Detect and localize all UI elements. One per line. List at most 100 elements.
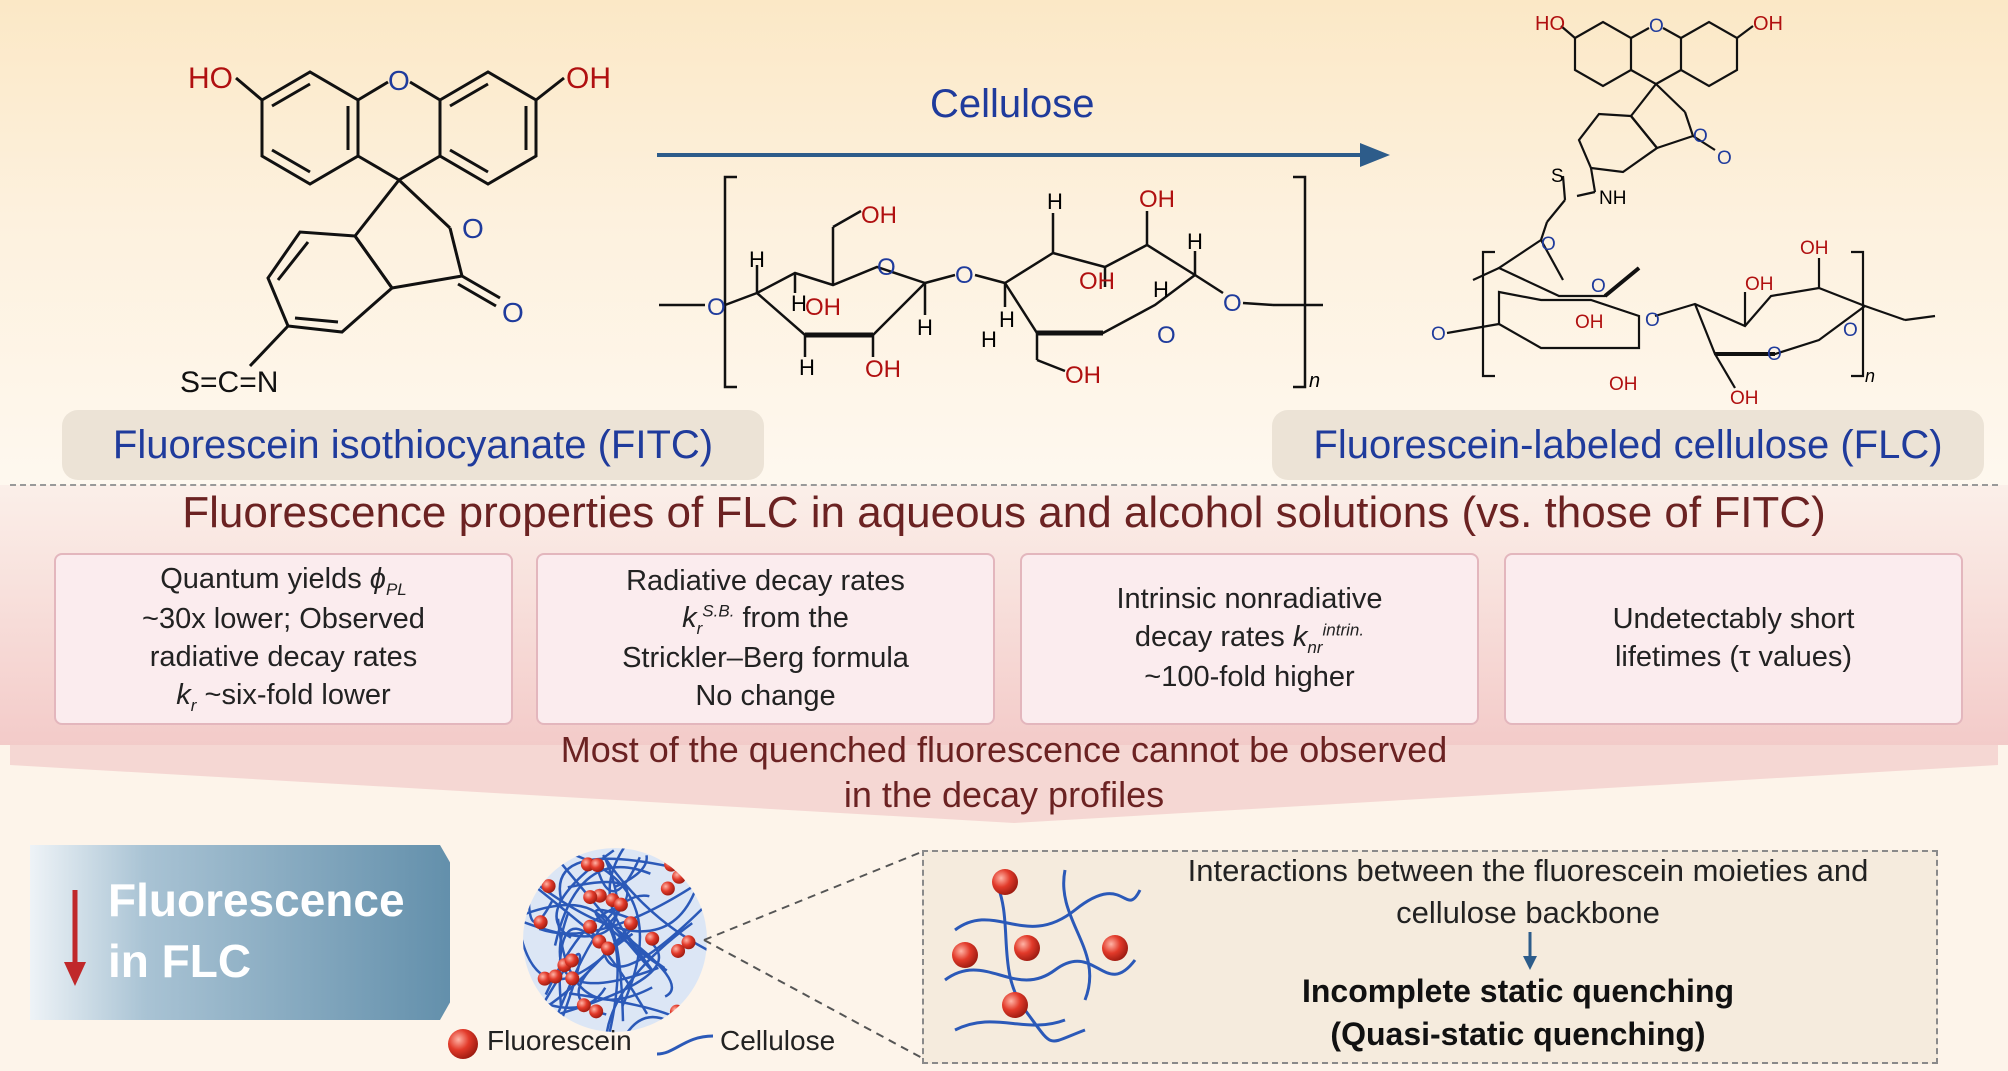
summary-arrow-shape xyxy=(30,845,450,1020)
zoom-connector xyxy=(703,850,925,1060)
svg-text:OH: OH xyxy=(1730,388,1759,409)
svg-text:O: O xyxy=(1157,322,1176,349)
fiber-strand xyxy=(605,922,693,1032)
svg-text:OH: OH xyxy=(1609,374,1638,395)
fiber-strand xyxy=(523,869,696,933)
svg-text:O: O xyxy=(502,297,524,328)
network-illustration xyxy=(523,848,707,1032)
svg-text:O: O xyxy=(1591,276,1606,297)
svg-text:OH: OH xyxy=(1079,268,1115,295)
fluorescein-sphere xyxy=(669,1004,684,1019)
svg-text:OH: OH xyxy=(1575,312,1604,333)
card-quantum-yield: Quantum yields ϕPL ~30x lower; Observed … xyxy=(54,553,513,725)
fluorescein-sphere xyxy=(533,915,548,930)
svg-text:OH: OH xyxy=(861,202,897,229)
svg-text:H: H xyxy=(999,307,1015,332)
svg-text:OH: OH xyxy=(1065,362,1101,389)
detail-down-arrow-icon xyxy=(1523,932,1537,970)
fluorescein-sphere xyxy=(671,943,686,958)
svg-text:O: O xyxy=(877,254,896,281)
svg-text:S: S xyxy=(1551,166,1564,187)
svg-text:H: H xyxy=(1047,189,1063,214)
flc-label: Fluorescein-labeled cellulose (FLC) xyxy=(1272,410,1984,480)
svg-text:OH: OH xyxy=(566,62,611,95)
svg-text:H: H xyxy=(749,247,765,272)
top-band xyxy=(0,0,2008,485)
fluorescein-sphere xyxy=(541,879,556,894)
fluorescein-sphere xyxy=(548,969,563,984)
svg-text:OH: OH xyxy=(1139,186,1175,213)
svg-text:O: O xyxy=(1843,320,1858,341)
fluorescein-sphere xyxy=(613,897,628,912)
fluorescein-legend-icon xyxy=(448,1029,478,1059)
fiber-strand xyxy=(538,938,661,1022)
flc-label-text: Fluorescein-labeled cellulose (FLC) xyxy=(1313,422,1943,467)
cellulose-legend-icon xyxy=(656,1034,714,1056)
reaction-arrow xyxy=(657,143,1390,167)
svg-text:H: H xyxy=(1187,229,1203,254)
fitc-label-text: Fluorescein isothiocyanate (FITC) xyxy=(112,422,714,467)
section-title: Fluorescence properties of FLC in aqueou… xyxy=(182,488,1826,537)
svg-text:HO: HO xyxy=(188,62,233,95)
svg-text:O: O xyxy=(1693,126,1708,147)
fluorescein-sphere xyxy=(576,998,591,1013)
svg-text:O: O xyxy=(707,294,726,321)
fiber-strand xyxy=(614,927,674,998)
card-radiative-decay: Radiative decay rates krS.B. from the St… xyxy=(536,553,995,725)
fluorescein-sphere xyxy=(583,890,598,905)
fitc-label: Fluorescein isothiocyanate (FITC) xyxy=(62,410,764,480)
svg-text:O: O xyxy=(1223,290,1242,317)
svg-text:HO: HO xyxy=(1535,13,1565,35)
svg-text:OH: OH xyxy=(805,294,841,321)
fluorescein-sphere xyxy=(537,971,552,986)
svg-text:O: O xyxy=(1717,148,1732,169)
svg-text:n: n xyxy=(1309,370,1320,392)
svg-text:OH: OH xyxy=(1800,238,1829,259)
svg-text:n: n xyxy=(1865,366,1875,386)
legend-cellulose: Cellulose xyxy=(720,1025,836,1056)
detail-conclusion: Incomplete static quenching(Quasi-static… xyxy=(1301,973,1735,1053)
fitc-structure: HO OH O O O S=C=N xyxy=(180,62,611,399)
down-chevron-shape xyxy=(10,745,1998,823)
fluorescein-sphere xyxy=(600,941,615,956)
svg-text:O: O xyxy=(1431,324,1446,345)
conclusion-text: Most of the quenched fluorescence cannot… xyxy=(560,729,1448,815)
svg-text:O: O xyxy=(1541,234,1556,255)
fluorescein-sphere xyxy=(565,971,580,986)
svg-text:H: H xyxy=(981,327,997,352)
fluorescein-sphere xyxy=(589,1004,604,1019)
svg-text:O: O xyxy=(1649,16,1664,37)
reaction-arrow-label: Cellulose xyxy=(930,82,1095,126)
svg-text:H: H xyxy=(917,315,933,340)
svg-text:O: O xyxy=(1645,310,1660,331)
fluorescein-sphere xyxy=(623,916,638,931)
fluorescein-sphere xyxy=(681,935,696,950)
fluorescein-sphere xyxy=(564,953,579,968)
svg-text:H: H xyxy=(799,355,815,380)
fiber-strand xyxy=(529,952,582,1026)
down-arrow-icon xyxy=(64,890,86,986)
svg-text:H: H xyxy=(1153,277,1169,302)
svg-text:O: O xyxy=(462,213,484,244)
detail-illustration xyxy=(944,869,1142,1043)
svg-text:O: O xyxy=(1767,344,1782,365)
svg-text:OH: OH xyxy=(865,356,901,383)
svg-text:H: H xyxy=(791,291,807,316)
fluorescein-sphere xyxy=(645,931,660,946)
fluorescein-sphere xyxy=(583,919,598,934)
card-lifetimes: Undetectably short lifetimes (τ values) xyxy=(1504,553,1963,725)
svg-text:O: O xyxy=(388,65,410,96)
fluorescein-sphere xyxy=(660,881,675,896)
fluorescein-sphere xyxy=(590,858,605,873)
cellulose-structure: O OH H H OH O H OH H O H OH OH H H H H O… xyxy=(659,175,1323,392)
legend-fluorescein: Fluorescein xyxy=(487,1025,632,1056)
fluorescein-sphere xyxy=(672,869,687,884)
section-divider xyxy=(10,484,1998,486)
fiber-strand xyxy=(553,865,651,946)
svg-text:O: O xyxy=(955,262,974,289)
fiber-strand xyxy=(524,903,619,1032)
flc-structure: HO OH O O O S NH O O O OH OH OH OH OH O … xyxy=(1431,13,1936,409)
svg-text:OH: OH xyxy=(1753,13,1783,35)
fluorescein-sphere xyxy=(664,857,679,872)
